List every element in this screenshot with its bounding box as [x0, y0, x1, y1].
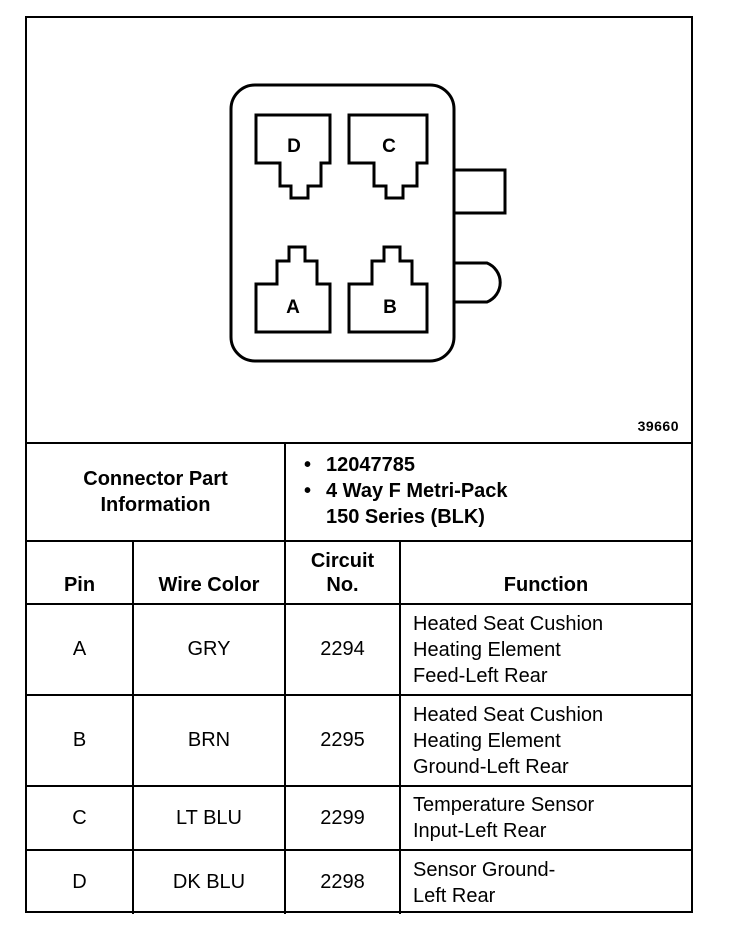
circuit-cell: 2299 [284, 785, 401, 851]
connector-latch [454, 168, 507, 215]
circuit-cell: 2298 [284, 849, 401, 914]
pin-cell: B [27, 694, 134, 787]
header-row: Pin Wire Color Circuit No. Function [27, 540, 692, 605]
figure-id: 39660 [637, 418, 679, 434]
table-row: A GRY 2294 Heated Seat Cushion Heating E… [27, 603, 692, 696]
wire-color-cell: GRY [132, 603, 286, 696]
connector-info-label-line1: Connector Part [83, 468, 228, 490]
pin-cell: C [27, 785, 134, 851]
function-cell: Sensor Ground- Left Rear [398, 849, 692, 914]
pin-cell: D [27, 849, 134, 914]
function-cell: Heated Seat Cushion Heating Element Feed… [398, 603, 692, 696]
header-pin: Pin [27, 540, 134, 605]
wire-color-cell: BRN [132, 694, 286, 787]
function-line: Sensor Ground- [413, 858, 556, 881]
function-line: Heating Element [413, 638, 561, 661]
part-number: 12047785 [304, 452, 691, 478]
connector-document: D C A B 39660 Connector Part Information… [25, 16, 693, 914]
header-function: Function [398, 540, 692, 605]
circuit-cell: 2295 [284, 694, 401, 787]
cavity-d [254, 113, 332, 200]
pin-label-d: D [287, 136, 301, 157]
function-cell: Temperature Sensor Input-Left Rear [398, 785, 692, 851]
table-row: C LT BLU 2299 Temperature Sensor Input-L… [27, 785, 692, 851]
wire-color-cell: DK BLU [132, 849, 286, 914]
connector-face-drawing: D C A B [229, 83, 507, 363]
function-cell: Heated Seat Cushion Heating Element Grou… [398, 694, 692, 787]
pin-cell: A [27, 603, 134, 696]
function-line: Temperature Sensor [413, 794, 595, 816]
cavity-a [254, 245, 332, 334]
connector-diagram: D C A B 39660 [27, 18, 691, 444]
header-circuit-line1: Circuit [310, 550, 375, 572]
connector-key [454, 261, 502, 304]
pin-label-c: C [382, 136, 396, 157]
connector-info-row: Connector Part Information 12047785 4 Wa… [27, 442, 692, 542]
connector-description-line1: 4 Way F Metri-Pack [304, 478, 691, 504]
table-row: B BRN 2295 Heated Seat Cushion Heating E… [27, 694, 692, 787]
connector-body [229, 83, 456, 363]
connector-info-label-line2: Information [100, 494, 211, 516]
pin-label-a: A [286, 297, 300, 318]
connector-info-label: Connector Part Information [27, 442, 286, 542]
function-line: Feed-Left Rear [413, 664, 548, 687]
header-circuit: Circuit No. [284, 540, 401, 605]
header-wire-color: Wire Color [132, 540, 286, 605]
connector-description-line2: 150 Series (BLK) [326, 506, 485, 528]
table-row: D DK BLU 2298 Sensor Ground- Left Rear [27, 849, 692, 914]
pinout-table: Connector Part Information 12047785 4 Wa… [27, 442, 692, 914]
cavity-c [347, 113, 429, 200]
wire-color-cell: LT BLU [132, 785, 286, 851]
function-line: Heated Seat Cushion [413, 612, 604, 635]
function-line: Heated Seat Cushion [413, 703, 604, 726]
function-line: Left Rear [413, 884, 496, 907]
connector-info-details: 12047785 4 Way F Metri-Pack 150 Series (… [283, 442, 692, 542]
pin-label-b: B [383, 297, 397, 318]
cavity-b [347, 245, 429, 334]
function-line: Heating Element [413, 729, 561, 752]
function-line: Ground-Left Rear [413, 755, 569, 778]
function-line: Input-Left Rear [413, 820, 547, 842]
circuit-cell: 2294 [284, 603, 401, 696]
header-circuit-line2: No. [326, 574, 359, 596]
